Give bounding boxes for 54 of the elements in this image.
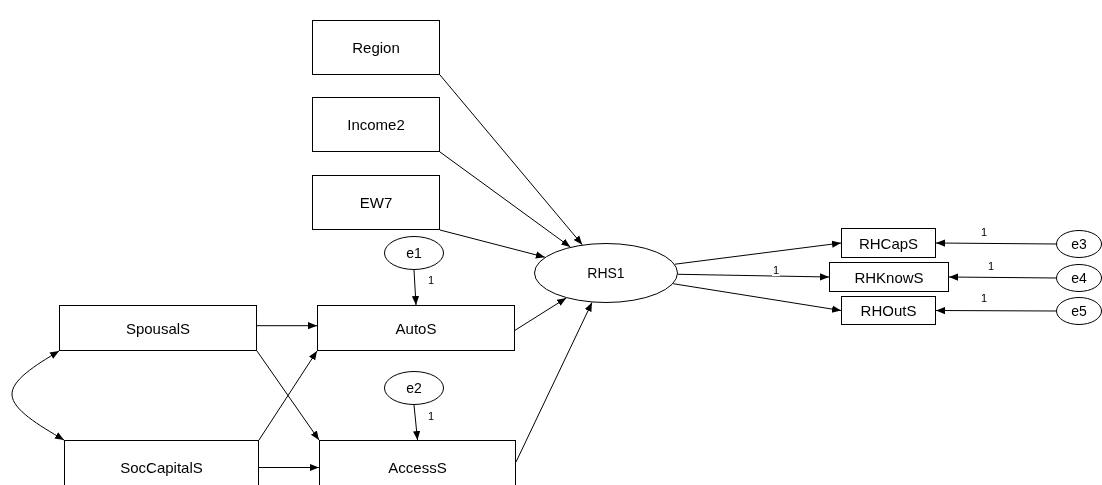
variable-name: RHKnowS <box>854 268 924 286</box>
observed-variable-box <box>319 440 516 485</box>
observed-variable-box <box>829 262 949 292</box>
observed-variable-box <box>841 296 936 325</box>
arrow <box>256 322 318 330</box>
variable-name: e2 <box>406 380 422 396</box>
observed-variable-box <box>841 228 936 258</box>
variable-name: e5 <box>1071 303 1087 319</box>
latent-variable-ellipse <box>1056 264 1102 292</box>
variable-name: RHOutS <box>860 302 917 319</box>
edge-label: 1 <box>987 260 996 272</box>
latent-variable-ellipse <box>384 236 444 270</box>
observed-variable-box <box>64 440 259 485</box>
observed-variable-box <box>312 97 440 152</box>
observed-variable-box <box>312 175 440 230</box>
observed-variable-box <box>317 305 515 351</box>
edge-label: 1 <box>427 410 436 422</box>
edge-label: 1 <box>772 264 781 276</box>
arrow <box>258 463 320 472</box>
arrow <box>439 229 546 259</box>
arrow <box>439 151 571 248</box>
observed-variable-box <box>312 20 440 75</box>
variable-name: SocCapitalS <box>120 459 203 476</box>
arrow <box>935 306 1057 315</box>
variable-name: Income2 <box>347 116 405 133</box>
variable-name: Region <box>352 39 400 56</box>
latent-variable-ellipse <box>1056 230 1102 258</box>
arrow <box>948 273 1057 281</box>
arrow <box>411 269 420 306</box>
observed-variable-box <box>59 305 257 351</box>
arrow <box>935 239 1057 247</box>
variable-name: EW7 <box>359 194 393 211</box>
variable-name: AccessS <box>388 459 447 476</box>
edge-label: 1 <box>427 274 436 286</box>
arrow <box>514 297 567 331</box>
variable-name: RHS1 <box>587 265 625 281</box>
variable-name: SpousalS <box>125 319 191 337</box>
variable-name: AutoS <box>395 319 437 337</box>
latent-variable-ellipse <box>534 243 678 303</box>
arrow <box>677 273 830 281</box>
variable-name: e3 <box>1071 236 1087 252</box>
arrow <box>672 283 842 313</box>
variable-name: e1 <box>406 245 422 261</box>
latent-variable-ellipse <box>384 371 444 405</box>
arrow <box>515 301 593 463</box>
edge-label: 1 <box>980 226 989 238</box>
covariance-arrow <box>11 350 65 441</box>
arrow <box>439 74 583 246</box>
edge-label: 1 <box>980 292 989 304</box>
arrow <box>674 240 842 265</box>
latent-variable-ellipse <box>1056 297 1102 325</box>
arrow <box>413 404 421 441</box>
variable-name: RHCapS <box>858 234 919 252</box>
variable-name: e4 <box>1071 270 1087 286</box>
